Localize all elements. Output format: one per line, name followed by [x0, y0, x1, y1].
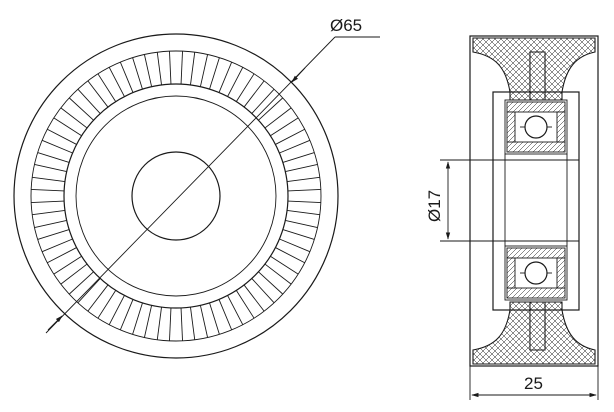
rib-edge-line: [251, 88, 275, 114]
rib-edge-line: [87, 80, 109, 108]
lower-bearing: [504, 245, 568, 301]
rib-edge-line: [156, 307, 162, 340]
rib-edge-line: [275, 128, 305, 145]
rib-edge-line: [68, 271, 94, 295]
outer-diameter-label: Ø65: [330, 16, 362, 35]
rib-edge-line: [227, 295, 244, 325]
rib-group: [31, 51, 321, 341]
rib-edge-line: [169, 51, 172, 85]
inner-rim-circle: [30, 50, 322, 342]
outer-diameter-arrow-top: [291, 67, 306, 83]
rib-edge-line: [235, 290, 255, 319]
rib-edge-line: [119, 61, 134, 93]
rib-edge-line: [77, 278, 101, 304]
bore-circle: [131, 151, 221, 241]
rib-edge-line: [108, 67, 125, 97]
rib-edge-line: [169, 307, 172, 341]
rib-edge-line: [264, 107, 292, 129]
rib-edge-line: [235, 73, 255, 102]
rib-edge-line: [279, 139, 311, 154]
rib-edge-line: [41, 139, 73, 154]
bearing-housing: [492, 91, 580, 311]
rib-edge-line: [209, 302, 220, 335]
rib-edge-line: [270, 117, 299, 137]
rib-edge-line: [190, 307, 196, 340]
rib-edge-line: [132, 57, 143, 90]
rib-edge-line: [287, 189, 321, 192]
outer-diameter-dim-line: [45, 36, 336, 334]
rib-edge-line: [287, 200, 321, 203]
rib-edge-line: [143, 54, 153, 87]
front-view: Ø65: [13, 16, 380, 359]
rib-edge-line: [108, 295, 125, 325]
rib-edge-line: [275, 247, 305, 264]
rib-edge-line: [285, 163, 318, 173]
rib-edge-line: [243, 80, 265, 108]
rib-edge-line: [32, 210, 65, 216]
outer-rim-circle: [13, 33, 339, 359]
section-view: Ø17 25: [425, 35, 599, 400]
rib-edge-line: [34, 219, 67, 229]
outer-diameter-arrow-bottom: [47, 315, 63, 331]
rib-edge-line: [258, 271, 284, 295]
upper-bearing: [504, 99, 568, 155]
rib-edge-line: [279, 238, 311, 253]
rib-edge-line: [37, 229, 70, 240]
rib-edge-line: [32, 176, 65, 182]
rib-edge-line: [87, 284, 109, 312]
rib-edge-line: [68, 97, 94, 121]
rib-edge-line: [97, 290, 117, 319]
rib-edge-line: [282, 152, 315, 163]
rib-edge-line: [53, 255, 82, 275]
rib-edge-line: [287, 210, 320, 216]
rib-edge-line: [97, 73, 117, 102]
rib-edge-line: [270, 255, 299, 275]
rib-edge-line: [37, 152, 70, 163]
rib-edge-line: [190, 52, 196, 85]
upper-web-section: [529, 51, 546, 101]
rib-edge-line: [31, 200, 65, 203]
rib-edge-line: [77, 88, 101, 114]
rib-edge-line: [287, 176, 320, 182]
rib-edge-line: [31, 189, 65, 192]
rib-edge-line: [199, 54, 209, 87]
rib-edge-line: [258, 97, 284, 121]
rib-edge-line: [34, 163, 67, 173]
rib-edge-line: [47, 128, 77, 145]
rib-edge-line: [132, 302, 143, 335]
rib-edge-line: [41, 238, 73, 253]
rib-edge-line: [282, 229, 315, 240]
rib-edge-line: [218, 299, 233, 331]
section-outline: [469, 35, 599, 367]
web-outer-circle: [63, 83, 289, 309]
rib-edge-line: [180, 51, 183, 85]
rib-edge-line: [180, 307, 183, 341]
width-label: 25: [524, 374, 543, 393]
rib-edge-line: [243, 284, 265, 312]
rib-edge-line: [60, 107, 88, 129]
rib-edge-line: [227, 67, 244, 97]
rib-edge-line: [199, 305, 209, 338]
upper-bearing-ball: [524, 115, 548, 139]
rib-edge-line: [156, 52, 162, 85]
bore-diameter-label: Ø17: [425, 190, 444, 222]
lower-web-section: [529, 301, 546, 351]
rib-edge-line: [251, 278, 275, 304]
rib-edge-line: [53, 117, 82, 137]
rib-edge-line: [119, 299, 134, 331]
rib-edge-line: [285, 219, 318, 229]
rib-edge-line: [264, 263, 292, 285]
rib-edge-line: [209, 57, 220, 90]
rib-edge-line: [47, 247, 77, 264]
rib-edge-line: [60, 263, 88, 285]
lower-bearing-ball: [524, 261, 548, 285]
web-inner-circle: [75, 95, 277, 297]
rib-edge-line: [143, 305, 153, 338]
rib-edge-line: [218, 61, 233, 93]
